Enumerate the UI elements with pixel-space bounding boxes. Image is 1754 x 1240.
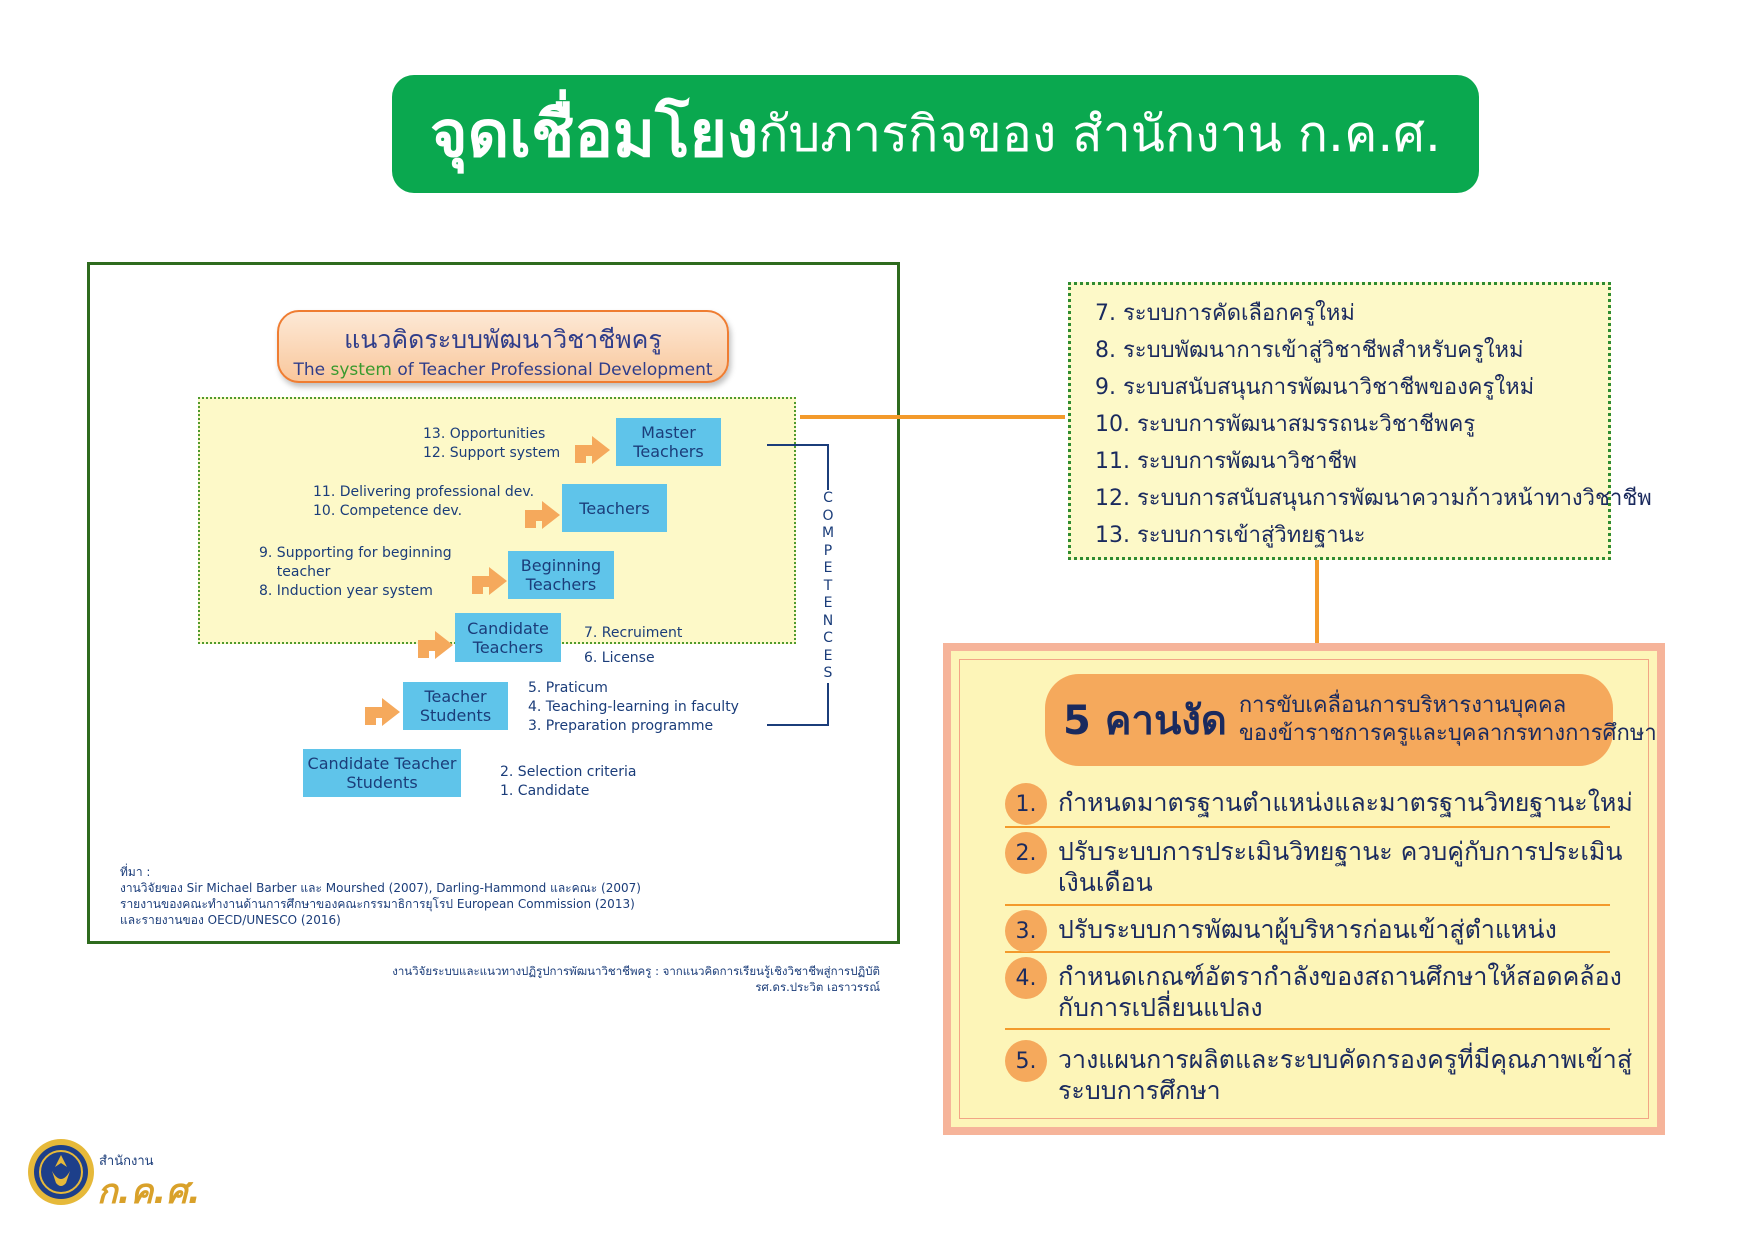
axis-item: 2. ปรับระบบการประเมินวิทยฐานะ ควบคู่กับก… <box>1005 832 1622 906</box>
competences-letter: P <box>823 542 833 559</box>
stage-candidate-teachers: Candidate Teachers <box>455 613 561 662</box>
ocsc-seal-icon <box>28 1139 94 1205</box>
axis-text: ปรับระบบการประเมินวิทยฐานะ ควบคู่กับการป… <box>1058 837 1623 897</box>
five-axes-subtitle: การขับเคลื่อนการบริหารงานบุคคล ของข้าราช… <box>1238 693 1657 746</box>
five-axes-heading: 5 คานงัด การขับเคลื่อนการบริหารงานบุคคล … <box>1045 674 1657 766</box>
title-rest: กับภารกิจของ สำนักงาน ก.ค.ศ. <box>758 104 1441 163</box>
competences-letter: N <box>822 612 834 629</box>
concept-title-en-highlight: system <box>330 360 392 380</box>
axis-number-badge: 5. <box>1005 1040 1047 1082</box>
systems-list: 7. ระบบการคัดเลือกครูใหม่ 8. ระบบพัฒนากา… <box>1068 282 1652 560</box>
system-item: 12. ระบบการสนับสนุนการพัฒนาความก้าวหน้าท… <box>1095 486 1652 511</box>
note-master-teachers: 13. Opportunities 12. Support system <box>423 426 561 461</box>
system-item: 10. ระบบการพัฒนาสมรรถนะวิชาชีพครู <box>1095 412 1476 437</box>
competences-letter: E <box>823 595 833 611</box>
axis-text: กำหนดมาตรฐานตำแหน่งและมาตรฐานวิทยฐานะใหม… <box>1058 788 1633 817</box>
source-note: ที่มา : งานวิจัยของ Sir Michael Barber แ… <box>120 865 641 927</box>
note-candidate-teachers: 7. Recruiment 6. License <box>584 625 683 666</box>
concept-title-en-pre: The <box>293 360 331 380</box>
concept-title-en-post: of Teacher Professional Development <box>391 360 713 380</box>
axis-number-badge: 4. <box>1005 957 1047 999</box>
five-axes-title: 5 คานงัด <box>1063 698 1227 744</box>
concept-title-en: The system of Teacher Professional Devel… <box>279 360 727 380</box>
note-beginning-teachers: 9. Supporting for beginning teacher 8. I… <box>259 545 452 599</box>
logo-ocsc-text: ก.ค.ศ. <box>97 1172 201 1212</box>
stage-teacher-students: Teacher Students <box>403 682 508 730</box>
stage-candidate-teacher-students: Candidate Teacher Students <box>303 749 461 797</box>
connector-horizontal <box>800 415 1065 419</box>
axis-item: 5. วางแผนการผลิตและระบบคัดกรองครูที่มีคุ… <box>1005 1040 1632 1110</box>
research-reference: งานวิจัยระบบและแนวทางปฏิรูปการพัฒนาวิชาช… <box>392 964 880 994</box>
note-teacher-students: 5. Praticum 4. Teaching-learning in facu… <box>528 680 739 734</box>
axis-text: ปรับระบบการพัฒนาผู้บริหารก่อนเข้าสู่ตำแห… <box>1058 915 1557 944</box>
system-item: 9. ระบบสนับสนุนการพัฒนาวิชาชีพของครูใหม่ <box>1095 375 1535 400</box>
system-item: 7. ระบบการคัดเลือกครูใหม่ <box>1095 301 1355 326</box>
stage-teachers: Teachers <box>562 484 667 532</box>
competences-letter: C <box>823 490 833 506</box>
competences-letter: T <box>823 577 833 594</box>
system-item: 13. ระบบการเข้าสู่วิทยฐานะ <box>1095 523 1366 548</box>
logo-office-label: สำนักงาน <box>99 1154 154 1169</box>
axis-text: วางแผนการผลิตและระบบคัดกรองครูที่มีคุณภา… <box>1058 1045 1633 1105</box>
competences-letter: O <box>822 507 834 524</box>
five-axes-inner-border <box>959 659 1649 1119</box>
axis-item: 4. กำหนดเกณฑ์อัตรากำลังของสถานศึกษาให้สอ… <box>1005 957 1622 1030</box>
stage-beginning-teachers: Beginning Teachers <box>508 551 614 599</box>
competences-letter: E <box>823 647 833 664</box>
system-item: 8. ระบบพัฒนาการเข้าสู่วิชาชีพสำหรับครูให… <box>1095 338 1524 363</box>
axis-text: กำหนดเกณฑ์อัตรากำลังของสถานศึกษาให้สอดคล… <box>1058 962 1622 1022</box>
axis-number-badge: 2. <box>1005 832 1047 874</box>
stage-master-teachers: Master Teachers <box>616 418 721 466</box>
competences-letter: E <box>823 560 833 576</box>
note-teachers: 11. Delivering professional dev. 10. Com… <box>313 484 535 519</box>
concept-title-th: แนวคิดระบบพัฒนาวิชาชีพครู <box>344 325 662 354</box>
axis-item: 3. ปรับระบบการพัฒนาผู้บริหารก่อนเข้าสู่ต… <box>1005 910 1610 953</box>
note-candidate-teacher-students: 2. Selection criteria 1. Candidate <box>500 764 637 799</box>
competences-letter: C <box>823 630 833 646</box>
competences-label: C O M P E T E N C E S <box>818 490 838 683</box>
system-item: 11. ระบบการพัฒนาวิชาชีพ <box>1095 449 1357 474</box>
axis-number-badge: 3. <box>1005 910 1047 952</box>
competences-letter: S <box>823 665 833 681</box>
title-main: จุดเชื่อมโยง <box>430 98 759 172</box>
connector-vertical <box>1315 560 1319 646</box>
concept-title-box: แนวคิดระบบพัฒนาวิชาชีพครู The system of … <box>277 310 729 383</box>
axis-item: 1. กำหนดมาตรฐานตำแหน่งและมาตรฐานวิทยฐานะ… <box>1005 783 1633 828</box>
page-title: จุดเชื่อมโยง กับภารกิจของ สำนักงาน ก.ค.ศ… <box>392 75 1479 193</box>
axis-number-badge: 1. <box>1005 783 1047 825</box>
competences-letter: M <box>821 525 835 541</box>
